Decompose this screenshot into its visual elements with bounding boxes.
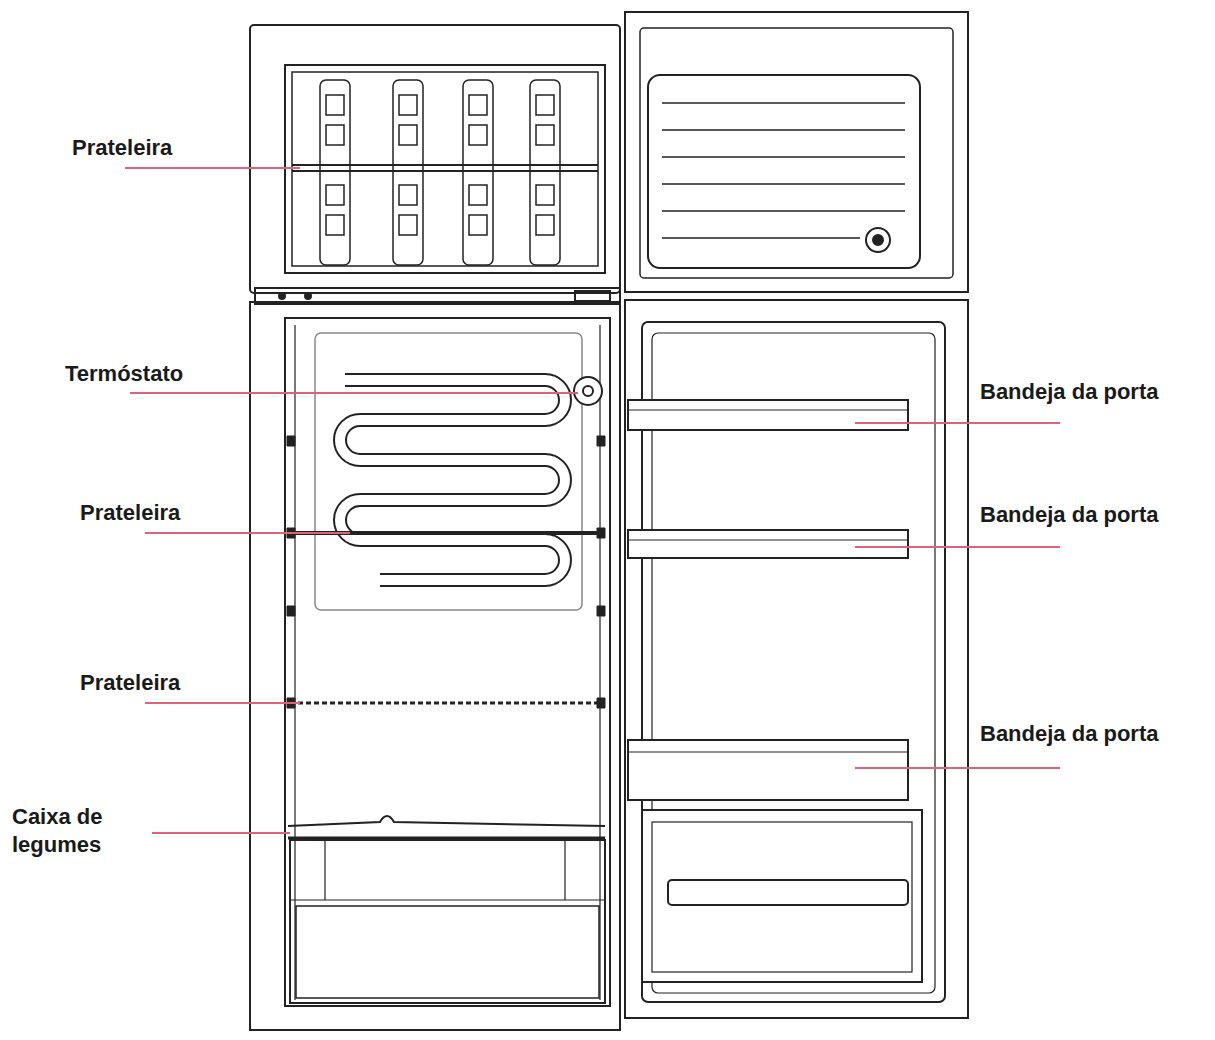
freezer-door-gasket	[640, 28, 953, 278]
crisper-cover	[288, 816, 605, 826]
door-bin-inner	[652, 822, 912, 972]
leader-line	[152, 832, 290, 834]
part-label: Caixa de legumes	[12, 803, 147, 859]
crisper-box	[290, 840, 605, 1003]
part-label: Bandeja da porta	[980, 378, 1158, 406]
fridge-inner	[285, 318, 610, 1006]
fridge-door	[625, 300, 968, 1018]
freezer-inner	[285, 65, 605, 273]
freezer-door	[625, 12, 968, 292]
control-dot	[279, 293, 285, 299]
rack-column	[320, 80, 350, 265]
shelf-supports	[287, 436, 605, 708]
fridge-shelf	[290, 702, 600, 705]
freezer-liner	[292, 72, 598, 266]
rack-column	[530, 80, 560, 265]
door-latch	[866, 228, 890, 252]
evaporator-coil-inner	[340, 380, 565, 580]
leader-line	[855, 767, 1060, 769]
rack-column	[393, 80, 423, 265]
thermostat-dial	[574, 377, 602, 405]
freezer-compartment	[250, 25, 620, 293]
part-label: Prateleira	[80, 669, 180, 697]
part-label: Bandeja da porta	[980, 720, 1158, 748]
freezer-door-outer	[625, 12, 968, 292]
fridge-door-outer	[625, 300, 968, 1018]
leader-line	[130, 392, 578, 394]
leader-group	[125, 168, 1060, 833]
part-label: Prateleira	[80, 499, 180, 527]
freezer-rack	[292, 80, 598, 265]
crisper-front	[296, 906, 599, 998]
leader-line	[855, 422, 1060, 424]
freezer-door-panel	[648, 75, 920, 268]
fridge-body	[250, 302, 620, 1030]
leader-line	[145, 702, 300, 704]
door-tray	[628, 530, 908, 558]
leader-line	[145, 532, 350, 534]
part-label: Prateleira	[72, 134, 172, 162]
door-tray-lip	[628, 409, 908, 410]
door-tray-lip	[628, 751, 908, 752]
freezer-body	[250, 25, 620, 293]
door-latch	[873, 235, 883, 245]
freezer-shelf	[292, 164, 598, 166]
leader-line	[125, 167, 300, 169]
door-bin-handle	[668, 880, 908, 905]
control-switch	[575, 291, 610, 301]
door-bin	[642, 810, 922, 982]
door-tray	[628, 400, 908, 430]
door-tray-lip	[628, 539, 908, 540]
crisper-lines	[290, 840, 605, 900]
evaporator-coil	[340, 380, 565, 580]
freezer-shelf	[292, 170, 598, 172]
leader-line	[855, 546, 1060, 548]
control-dot	[305, 293, 311, 299]
rack-column	[463, 80, 493, 265]
panel-ribs	[662, 103, 905, 238]
fridge-compartment	[250, 302, 620, 1030]
door-tray	[628, 740, 908, 800]
fridge-side-walls	[295, 325, 600, 1000]
evaporator-plate	[315, 333, 582, 610]
part-label: Termóstato	[65, 360, 183, 388]
thermostat-knob	[583, 386, 593, 396]
part-label: Bandeja da porta	[980, 501, 1158, 529]
